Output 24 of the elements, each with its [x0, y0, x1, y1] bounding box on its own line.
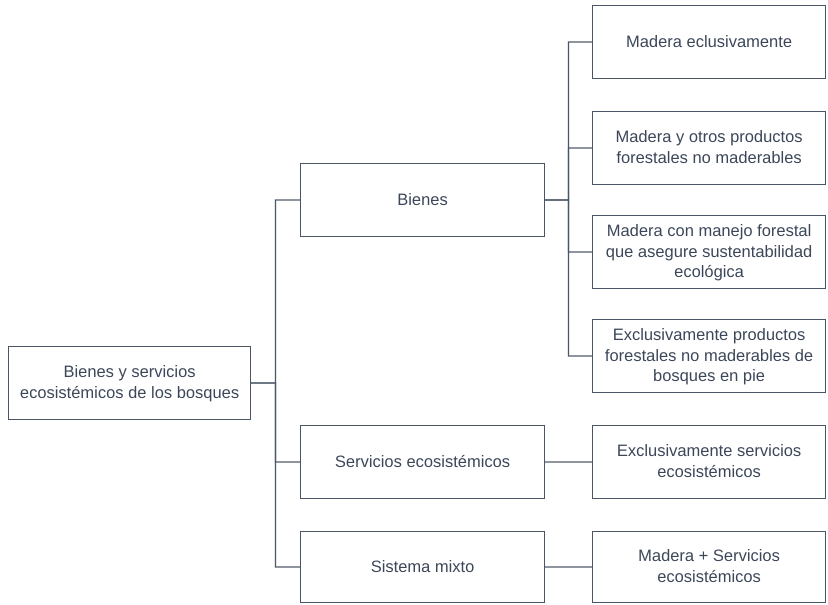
node-label: Madera y otros productos forestales no maderables	[614, 127, 804, 169]
node-label: Madera + Servicios ecosistémicos	[637, 546, 781, 588]
category-box	[592, 5, 826, 79]
node-label: Servicios ecosistémicos	[334, 452, 510, 472]
connector-line	[251, 382, 300, 568]
category-box	[592, 319, 826, 393]
node-label: Bienes	[397, 190, 448, 210]
node-label: Bienes y servicios ecosistémicos de los bosques	[18, 362, 240, 404]
category-box	[8, 346, 251, 420]
node-label: Exclusivamente servicios ecosistémicos	[616, 441, 802, 483]
category-box	[592, 531, 826, 603]
category-box	[300, 163, 545, 237]
connector-line	[545, 566, 592, 568]
node-label: Exclusivamente productos forestales no maderables de bosques en pie	[604, 325, 814, 387]
connector-line	[545, 199, 592, 357]
node-label: Madera eclusivamente	[626, 32, 792, 52]
node-label: Sistema mixto	[370, 556, 474, 578]
category-box	[300, 531, 545, 603]
category-box	[592, 425, 826, 499]
node-label: Madera con manejo forestal que asegure sustentabilidad ecológica	[604, 221, 814, 283]
category-box	[300, 425, 545, 499]
connector-line	[545, 461, 592, 463]
category-box	[592, 111, 826, 185]
category-box	[592, 215, 826, 289]
